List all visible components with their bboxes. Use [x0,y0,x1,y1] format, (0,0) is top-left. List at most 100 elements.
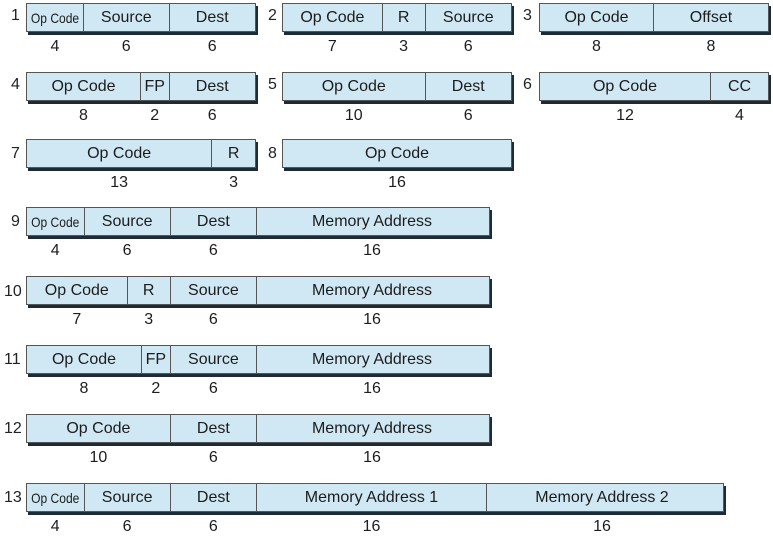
field-name: Memory Address 2 [535,489,669,506]
field-dest: Dest 6 [171,484,257,535]
field-bit-width: 6 [208,518,218,535]
field-bit-width: 16 [363,242,381,259]
field-memory-address: Memory Address 16 [257,415,487,466]
field-op-code: Op Code 7 [27,277,128,328]
format-number: 7 [11,145,20,162]
field-name: Source [101,213,153,230]
field-bit-width: 6 [121,38,131,55]
field-op-code: Op Code 13 [27,140,213,191]
field-bit-width: 7 [72,311,82,328]
field-name: Op Code [66,420,131,437]
field-name: FP [145,351,167,368]
format-number: 2 [268,7,277,24]
format-number: 3 [523,7,532,24]
field-name: Op Code [321,78,386,95]
field-name: Op Code [564,9,629,26]
field-name: Memory Address [311,420,433,437]
field-bit-width: 16 [362,518,381,535]
field-fp: FP 2 [141,73,170,124]
field-bit-width: 8 [79,380,89,397]
field-name: Offset [689,9,733,26]
format-number: 9 [11,213,20,230]
field-bit-width: 16 [593,518,611,535]
field-bit-width: 6 [207,107,217,124]
field-bit-width: 12 [616,107,634,124]
field-name: Memory Address [311,351,433,368]
field-op-code: Op Code 10 [27,415,171,466]
field-memory-address-2: Memory Address 2 16 [487,484,717,535]
format-number: 13 [4,489,22,506]
field-bit-width: 6 [463,107,473,124]
field-bit-width: 3 [144,311,154,328]
field-bit-width: 4 [735,107,744,124]
field-bit-width: 6 [207,38,217,55]
field-name: Op Code [31,214,80,230]
field-name: Dest [196,489,230,506]
field-name: Op Code [51,78,116,95]
field-bit-width: 8 [79,107,88,124]
field-name: FP [144,78,165,95]
field-name: Op Code [44,282,109,299]
field-op-code: Op Code 7 [283,4,383,55]
field-name: Dest [195,9,229,26]
field-source: Source 6 [85,208,171,259]
field-name: R [227,145,240,162]
field-name: Op Code [300,9,365,26]
field-op-code: Op Code 8 [27,346,142,397]
field-bit-width: 6 [208,449,218,466]
field-fp: FP 2 [142,346,171,397]
field-bit-width: 2 [150,107,160,124]
field-bit-width: 6 [208,242,218,259]
format-number: 12 [4,420,22,437]
field-bit-width: 7 [327,38,337,55]
field-source: Source 6 [171,277,257,328]
format-number: 5 [268,76,277,93]
field-bit-width: 6 [208,311,218,328]
field-bit-width: 6 [122,242,132,259]
format-number: 8 [268,145,277,162]
field-bit-width: 16 [363,311,381,328]
field-bit-width: 13 [110,174,129,191]
field-name: Op Code [51,351,117,368]
field-bit-width: 16 [363,449,381,466]
field-name: Op Code [31,490,80,506]
field-name: Op Code [30,10,80,26]
field-name: Op Code [87,145,152,162]
field-bit-width: 6 [463,38,473,55]
field-bit-width: 2 [151,380,161,397]
field-dest: Dest 6 [171,208,257,259]
field-name: Memory Address [311,213,433,230]
field-name: Source [442,9,494,26]
field-bit-width: 16 [363,380,381,397]
field-name: Source [188,282,239,299]
field-name: Dest [196,213,230,230]
field-memory-address: Memory Address 16 [257,346,487,397]
field-name: Dest [451,78,485,95]
field-bit-width: 10 [89,449,108,466]
